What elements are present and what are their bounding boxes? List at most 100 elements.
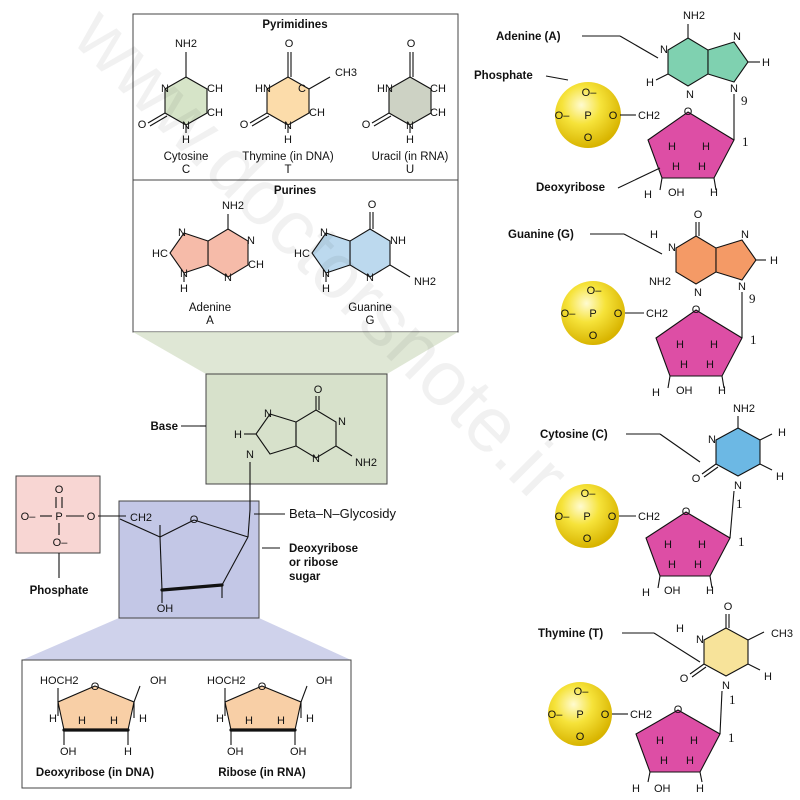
right-g-p-o-bottom: O [589,330,598,342]
right-t-n1: N [722,680,730,692]
right-c-p-o-left: O– [555,511,571,523]
thymine-c: C [298,83,306,95]
base-zoom-connector [133,332,458,374]
central-oh: OH [157,603,174,615]
guanine-o6: O [368,199,377,211]
right-g-h8: H [770,255,778,267]
right-c-h5: H [778,427,786,439]
right-a-h2: H [698,161,706,173]
right-t-p-o-left: O– [548,709,564,721]
right-g-h4: H [676,339,684,351]
right-g-n9: N [738,281,746,293]
central-phosphate: P O O– O O– [21,484,126,578]
right-t-ch2: CH2 [630,709,652,721]
right-a-pos1: 1 [742,134,749,149]
cytosine-nh2: NH2 [175,38,197,50]
right-deoxyribose-label: Deoxyribose [536,182,605,194]
right-g-p-o-left: O– [561,308,577,320]
right-g-ring-o: O [692,304,701,316]
central-h8: H [234,429,242,441]
right-c-h: H [642,587,650,599]
uracil-h: H [406,134,414,146]
thymine-o2: O [240,119,249,131]
purines-title: Purines [274,185,316,197]
right-c-o: O [692,473,701,485]
right-t-h2: H [686,755,694,767]
right-g-h2: H [706,359,714,371]
cytosine-n3: N [161,83,169,95]
right-g-ch2: CH2 [646,308,668,320]
central-p-o-right: O [87,511,96,523]
guanine-h: H [322,283,330,295]
right-a-pos9: 9 [741,93,748,108]
right-c-nh2: NH2 [733,403,755,415]
ribose-structure: HOCH2 O OH H H H H OH OH [207,675,333,758]
right-g-p-o-top: O– [587,285,603,297]
right-thymine-nucleotide: Thymine (T) O H N CH3 O H N 1 1 P O– O– … [538,601,793,795]
guanine-hc8: HC [294,248,310,260]
adenine-n1: N [247,235,255,247]
cytosine-n1: N [182,120,190,132]
sugar-label-line3: sugar [289,571,321,583]
guanine-n7: N [320,227,328,239]
deoxyribose-h2: H [110,715,118,727]
right-g-phosphate-sphere [561,281,625,345]
ribose-h3: H [245,715,253,727]
right-phosphate-label: Phosphate [474,70,533,82]
deoxyribose-structure: HOCH2 O OH H H H H OH H [40,675,167,758]
right-t-h1r: H [690,735,698,747]
right-g-oh: OH [676,385,693,397]
right-a-p-o-top: O– [582,87,598,99]
pyrimidines-title: Pyrimidines [262,19,327,31]
cytosine-letter: C [182,164,190,176]
pyrimidines-panel: Pyrimidines NH2 N CH CH N H O Cytosine C [132,13,459,181]
deoxyribose-o: O [91,681,100,693]
right-a-h-bottom: H [710,187,718,199]
right-g-n3: N [694,287,702,299]
right-c-h3: H [668,559,676,571]
adenine-structure: NH2 N HC N H N CH N Adenine A [152,200,264,327]
right-t-phosphate-sphere [548,682,612,746]
sugars-panel: HOCH2 O OH H H H H OH H Deoxyribose (in … [21,659,352,789]
thymine-structure: O CH3 HN C CH N H O Thymine (in DNA) T [240,38,357,176]
right-t-ch3: CH3 [771,628,793,640]
thymine-ch3: CH3 [335,67,357,79]
central-guanine: O N H N N N NH2 [234,384,377,510]
central-n1: N [338,416,346,428]
right-guanine-nucleotide: Guanine (G) O H N NH2 N N H N 9 1 P O– O… [508,209,778,399]
right-g-n7: N [741,229,749,241]
uracil-o2: O [362,119,371,131]
cytosine-name: Cytosine [164,151,209,163]
ribose-hoch2: HOCH2 [207,675,246,687]
thymine-hn: HN [255,83,271,95]
guanine-name: Guanine [348,302,391,314]
right-a-phosphate-sphere [555,82,621,148]
guanine-letter: G [366,315,375,327]
thymine-o4: O [285,38,294,50]
right-c-oh: OH [664,585,681,597]
ribose-oh3: OH [227,746,244,758]
guanine-nh1: NH [390,235,406,247]
right-c-p-o-bottom: O [583,533,592,545]
purines-panel: Purines NH2 N HC N H N CH N Adenine A [132,179,459,333]
right-c-pos1a: 1 [736,496,743,511]
right-t-h: H [632,783,640,795]
uracil-n1: N [406,120,414,132]
right-a-nh2: NH2 [683,10,705,22]
glycosidic-bond-label: Beta–N–Glycosidy [289,506,396,521]
sugar-label-line1: Deoxyribose [289,543,358,555]
phosphate-box [15,475,101,554]
deoxyribose-caption: Deoxyribose (in DNA) [36,767,154,779]
right-t-p-o-bottom: O [576,731,585,743]
right-t-h6: H [764,671,772,683]
right-a-h: H [644,189,652,201]
right-t-p: P [576,709,583,721]
right-a-h3: H [672,161,680,173]
cytosine-h: H [182,134,190,146]
right-a-h1: H [702,141,710,153]
central-n7: N [264,408,272,420]
thymine-letter: T [284,164,291,176]
guanine-n3: N [366,272,374,284]
central-ch2: CH2 [130,512,152,524]
